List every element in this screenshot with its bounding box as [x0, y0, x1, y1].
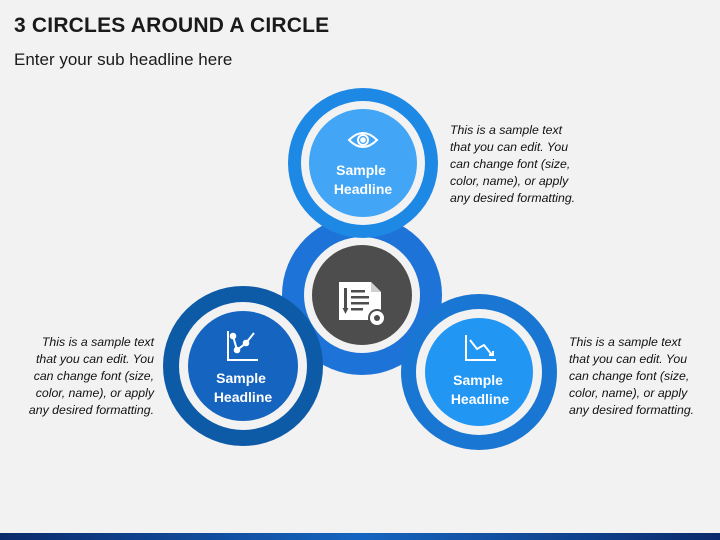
top-headline-line-2: Headline [334, 181, 393, 197]
left-circle [188, 311, 298, 421]
left-description-line: This is a sample text [41, 335, 154, 349]
page-title: 3 CIRCLES AROUND A CIRCLE [14, 14, 330, 37]
line-chart-icon [227, 331, 258, 361]
top-description-line: that you can edit. You [450, 140, 569, 154]
page-subtitle: Enter your sub headline here [14, 50, 233, 69]
left-description: This is a sample text that you can edit.… [6, 334, 154, 419]
eye-icon [347, 132, 379, 148]
right-description: This is a sample text that you can edit.… [569, 334, 719, 419]
right-description-line: This is a sample text [569, 335, 682, 349]
top-circle [309, 109, 417, 217]
top-description-line: can change font (size, [450, 157, 571, 171]
footer-bar [0, 533, 720, 540]
right-description-line: that you can edit. You [569, 352, 688, 366]
right-headline: Sample Headline [451, 372, 510, 407]
left-headline: Sample Headline [214, 370, 273, 405]
document-settings-icon [339, 282, 386, 327]
left-description-line: can change font (size, [33, 369, 154, 383]
right-description-line: color, name), or apply [569, 386, 688, 400]
trend-down-chart-icon [465, 335, 496, 361]
right-headline-line-2: Headline [451, 391, 510, 407]
left-description-line: color, name), or apply [35, 386, 154, 400]
left-description-line: any desired formatting. [28, 403, 154, 417]
top-headline-line-1: Sample [336, 162, 386, 178]
left-description-line: that you can edit. You [35, 352, 154, 366]
top-description-line: color, name), or apply [450, 174, 569, 188]
top-headline: Sample Headline [334, 162, 393, 197]
right-headline-line-1: Sample [453, 372, 503, 388]
left-headline-line-1: Sample [216, 370, 266, 386]
right-description-line: any desired formatting. [569, 403, 695, 417]
right-description-line: can change font (size, [569, 369, 690, 383]
right-circle [425, 318, 533, 426]
top-description-line: This is a sample text [450, 123, 563, 137]
left-headline-line-2: Headline [214, 389, 273, 405]
top-description-line: any desired formatting. [450, 191, 576, 205]
top-description: This is a sample text that you can edit.… [450, 122, 600, 207]
